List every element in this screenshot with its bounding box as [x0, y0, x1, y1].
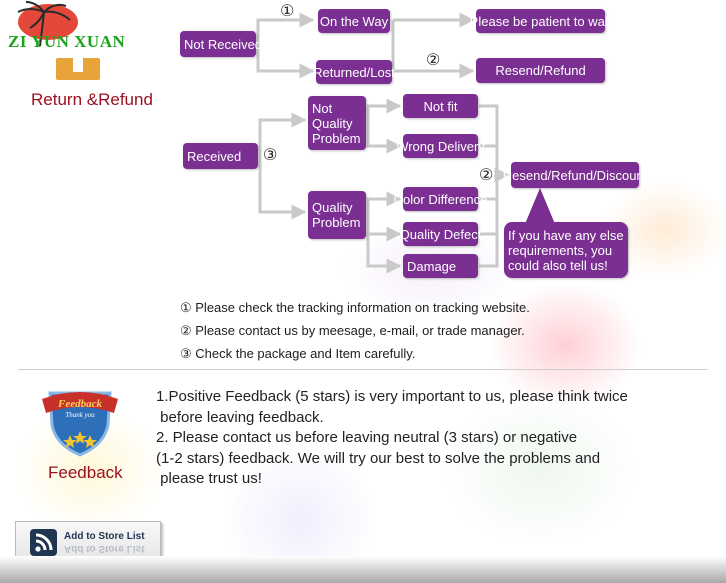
palm-tree-icon — [17, 1, 71, 47]
return-refund-title: Return &Refund — [31, 90, 153, 109]
return-notes: ① Please check the tracking information … — [180, 300, 530, 369]
add-to-store-list-label: Add to Store List — [64, 531, 145, 542]
feedback-text: 1.Positive Feedback (5 stars) is very im… — [156, 387, 628, 490]
node-please-wait: Please be patient to wait — [470, 9, 611, 33]
brand-logo — [17, 1, 100, 80]
feedback-badge-sub: Thank you — [65, 411, 95, 419]
node-returned-lost: Returned/Lost — [313, 60, 395, 84]
feedback-label: Feedback — [48, 463, 123, 482]
node-damage: Damage — [403, 254, 478, 278]
feedback-badge-text: Feedback — [57, 398, 102, 410]
node-quality-problem: Quality Problem — [308, 191, 366, 239]
rss-icon — [30, 529, 57, 556]
note-item: ③ Check the package and Item carefully. — [180, 346, 416, 361]
feedback-line: please trust us! — [156, 470, 262, 487]
node-received: Received — [183, 143, 258, 169]
node-resend-refund: Resend/Refund — [476, 58, 605, 83]
marker-step-one: ① — [280, 3, 295, 20]
feedback-line: 2. Please contact us before leaving neut… — [156, 429, 578, 446]
feedback-line: before leaving feedback. — [156, 408, 324, 426]
note-item: ② Please contact us by meesage, e-mail, … — [180, 323, 525, 338]
brand-name: ZI YUN XUAN — [8, 32, 126, 51]
section-divider — [18, 369, 708, 370]
marker-step-three: ③ — [263, 147, 278, 164]
note-item: ① Please check the tracking information … — [180, 300, 530, 315]
add-to-store-list-reflection: Add to Store List — [64, 543, 145, 554]
star-icons — [63, 431, 97, 448]
node-other-requirements: If you have any else requirements, you c… — [504, 222, 628, 278]
node-on-the-way: On the Way — [318, 9, 390, 33]
node-not-fit: Not fit — [403, 94, 478, 118]
node-not-quality-problem: Not Quality Problem — [308, 96, 366, 150]
speech-bubble-tail — [525, 188, 555, 224]
node-color-difference: Color Difference — [394, 187, 487, 211]
marker-step-two-received: ② — [479, 167, 494, 184]
footer-band — [0, 556, 726, 583]
feedback-shield-icon: Feedback Thank you — [42, 391, 118, 457]
flow-arrows — [256, 12, 555, 274]
node-resend-refund-discount: Resend/Refund/Discount — [503, 162, 647, 188]
feedback-line: 1.Positive Feedback (5 stars) is very im… — [156, 388, 628, 405]
node-quality-defect: Quality Defect — [400, 222, 481, 246]
node-not-received: Not Received — [180, 31, 262, 57]
feedback-line: (1-2 stars) feedback. We will try our be… — [156, 449, 601, 467]
node-wrong-delivery: Wrong Delivery — [396, 134, 485, 158]
marker-step-two: ② — [426, 52, 441, 69]
